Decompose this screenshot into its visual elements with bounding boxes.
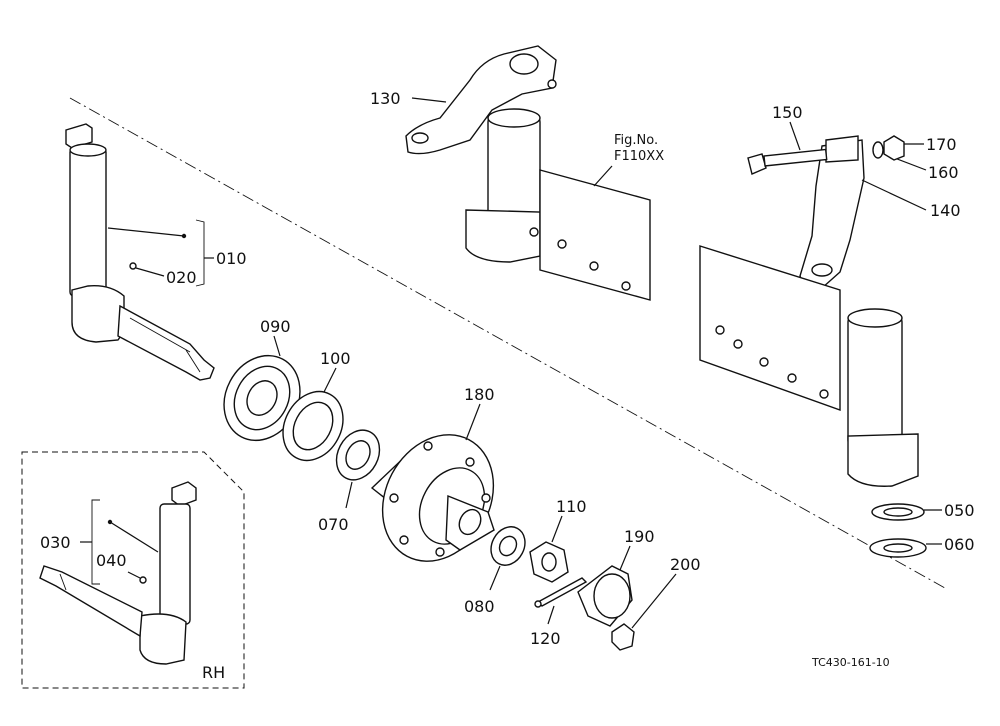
part-label-140: 140 (930, 201, 961, 220)
part-label-160: 160 (928, 163, 959, 182)
part-label-180: 180 (464, 385, 495, 404)
nut-170 (883, 135, 905, 161)
part-label-070: 070 (318, 515, 349, 534)
part-label-050: 050 (944, 501, 975, 520)
drawing-code: TC430-161-10 (811, 656, 890, 669)
figure-ref-number: F110XX (614, 149, 664, 164)
part-label-200: 200 (670, 555, 701, 574)
cotter-pin-120 (534, 577, 588, 608)
bolt-150 (747, 148, 828, 175)
knuckle-arm-140 (799, 135, 865, 289)
lower-axle-beam (699, 245, 919, 487)
grease-nipple-200 (611, 623, 635, 651)
assembly-axis-main (69, 97, 946, 589)
part-label-010: 010 (216, 249, 247, 268)
oil-seal-090 (223, 354, 301, 442)
castle-nut-110 (529, 541, 569, 583)
upper-axle-beam (465, 108, 651, 301)
wheel-hub-180 (370, 434, 495, 562)
rh-inset-frame (21, 451, 245, 689)
right-kingpin-knuckle (39, 481, 197, 665)
bearing-100 (282, 390, 344, 462)
part-label-020: 020 (166, 268, 197, 287)
shim-060 (869, 538, 927, 558)
part-label-090: 090 (260, 317, 291, 336)
thrust-washer-050 (871, 503, 925, 521)
figure-ref-caption: Fig.No. (614, 133, 658, 148)
part-label-040: 040 (96, 551, 127, 570)
part-label-100: 100 (320, 349, 351, 368)
hub-cap-190 (577, 565, 633, 627)
part-label-120: 120 (530, 629, 561, 648)
inset-label-rh: RH (202, 663, 225, 682)
knuckle-arm-130 (405, 45, 557, 155)
part-label-080: 080 (464, 597, 495, 616)
part-label-150: 150 (772, 103, 803, 122)
part-label-130: 130 (370, 89, 401, 108)
bearing-080 (490, 526, 526, 566)
part-label-060: 060 (944, 535, 975, 554)
washer-160 (872, 141, 884, 159)
part-label-110: 110 (556, 497, 587, 516)
part-label-190: 190 (624, 527, 655, 546)
left-kingpin-knuckle (65, 123, 215, 381)
part-label-030: 030 (40, 533, 71, 552)
bearing-070 (335, 429, 381, 481)
part-label-170: 170 (926, 135, 957, 154)
